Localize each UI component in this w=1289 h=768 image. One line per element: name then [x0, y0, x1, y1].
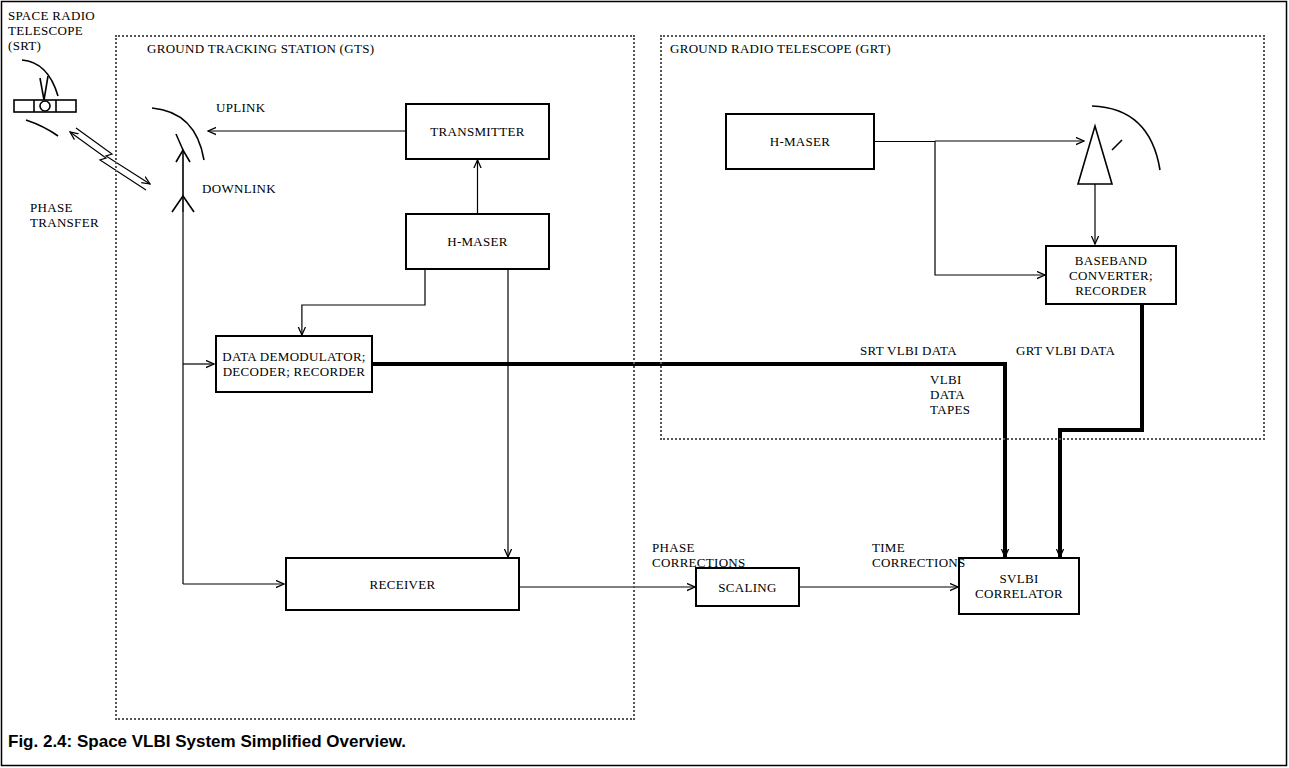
region-heading: GROUND TRACKING STATION (GTS): [147, 41, 374, 56]
signal-arrow: [302, 270, 425, 335]
box-label: H-MASER: [770, 134, 831, 149]
maser-to-antenna-line: [935, 140, 1084, 141]
telescope-region: GROUND RADIO TELESCOPE (GRT) H-MASER BASEB…: [660, 35, 1265, 440]
signal-arrow: [520, 586, 695, 587]
edge-label: TIME CORRECTIONS: [872, 540, 962, 570]
link-label: PHASE TRANSFER: [30, 200, 115, 230]
link-label: UPLINK: [216, 100, 265, 115]
process-box: SVLBI CORRELATOR: [958, 557, 1080, 615]
signal-arrow: [800, 586, 958, 587]
region-heading: GROUND RADIO TELESCOPE (GRT): [670, 41, 891, 56]
box-label: SVLBI CORRELATOR: [964, 571, 1074, 601]
box-label: SCALING: [718, 580, 776, 595]
box-label: BASEBAND CONVERTER; RECORDER: [1051, 253, 1171, 298]
process-box: RECEIVER: [285, 557, 520, 611]
edge-label: PHASE CORRECTIONS: [652, 540, 752, 570]
grt-antenna: [1078, 106, 1160, 184]
box-label: TRANSMITTER: [430, 124, 524, 139]
space-telescope: [14, 60, 76, 136]
link-label: DOWNLINK: [202, 181, 276, 196]
process-box: BASEBAND CONVERTER; RECORDER: [1045, 245, 1177, 305]
process-box: DATA DEMODULATOR; DECODER; RECORDER: [215, 335, 373, 393]
signal-arrow: [477, 160, 478, 213]
edge-label: SRT VLBI DATA: [860, 343, 957, 358]
box-label: RECEIVER: [370, 577, 436, 592]
gts-antenna: [152, 108, 204, 212]
antenna-to-converter-line: [1094, 184, 1095, 244]
downlink-lines: [183, 212, 284, 584]
signal-arrow: [875, 142, 1045, 276]
process-box: H-MASER: [725, 113, 875, 170]
box-label: DATA DEMODULATOR; DECODER; RECORDER: [221, 349, 367, 379]
figure-caption: Fig. 2.4: Space VLBI System Simplified O…: [8, 732, 406, 752]
data-flow-line: [1060, 305, 1142, 557]
data-flow-line: [373, 364, 1005, 557]
process-box: SCALING: [695, 567, 800, 607]
tape-label: VLBI DATA TAPES: [930, 372, 996, 417]
process-box: TRANSMITTER: [405, 103, 550, 160]
box-label: H-MASER: [447, 234, 508, 249]
process-box: H-MASER: [405, 213, 550, 270]
telescope-label: SPACE RADIO TELESCOPE (SRT): [8, 8, 118, 53]
uplink-line: [208, 130, 405, 131]
phase-transfer-link: [70, 128, 150, 190]
station-region: GROUND TRACKING STATION (GTS) TRANSMITTER…: [115, 35, 635, 720]
edge-label: GRT VLBI DATA: [1016, 343, 1115, 358]
signal-arrow: [507, 270, 508, 557]
